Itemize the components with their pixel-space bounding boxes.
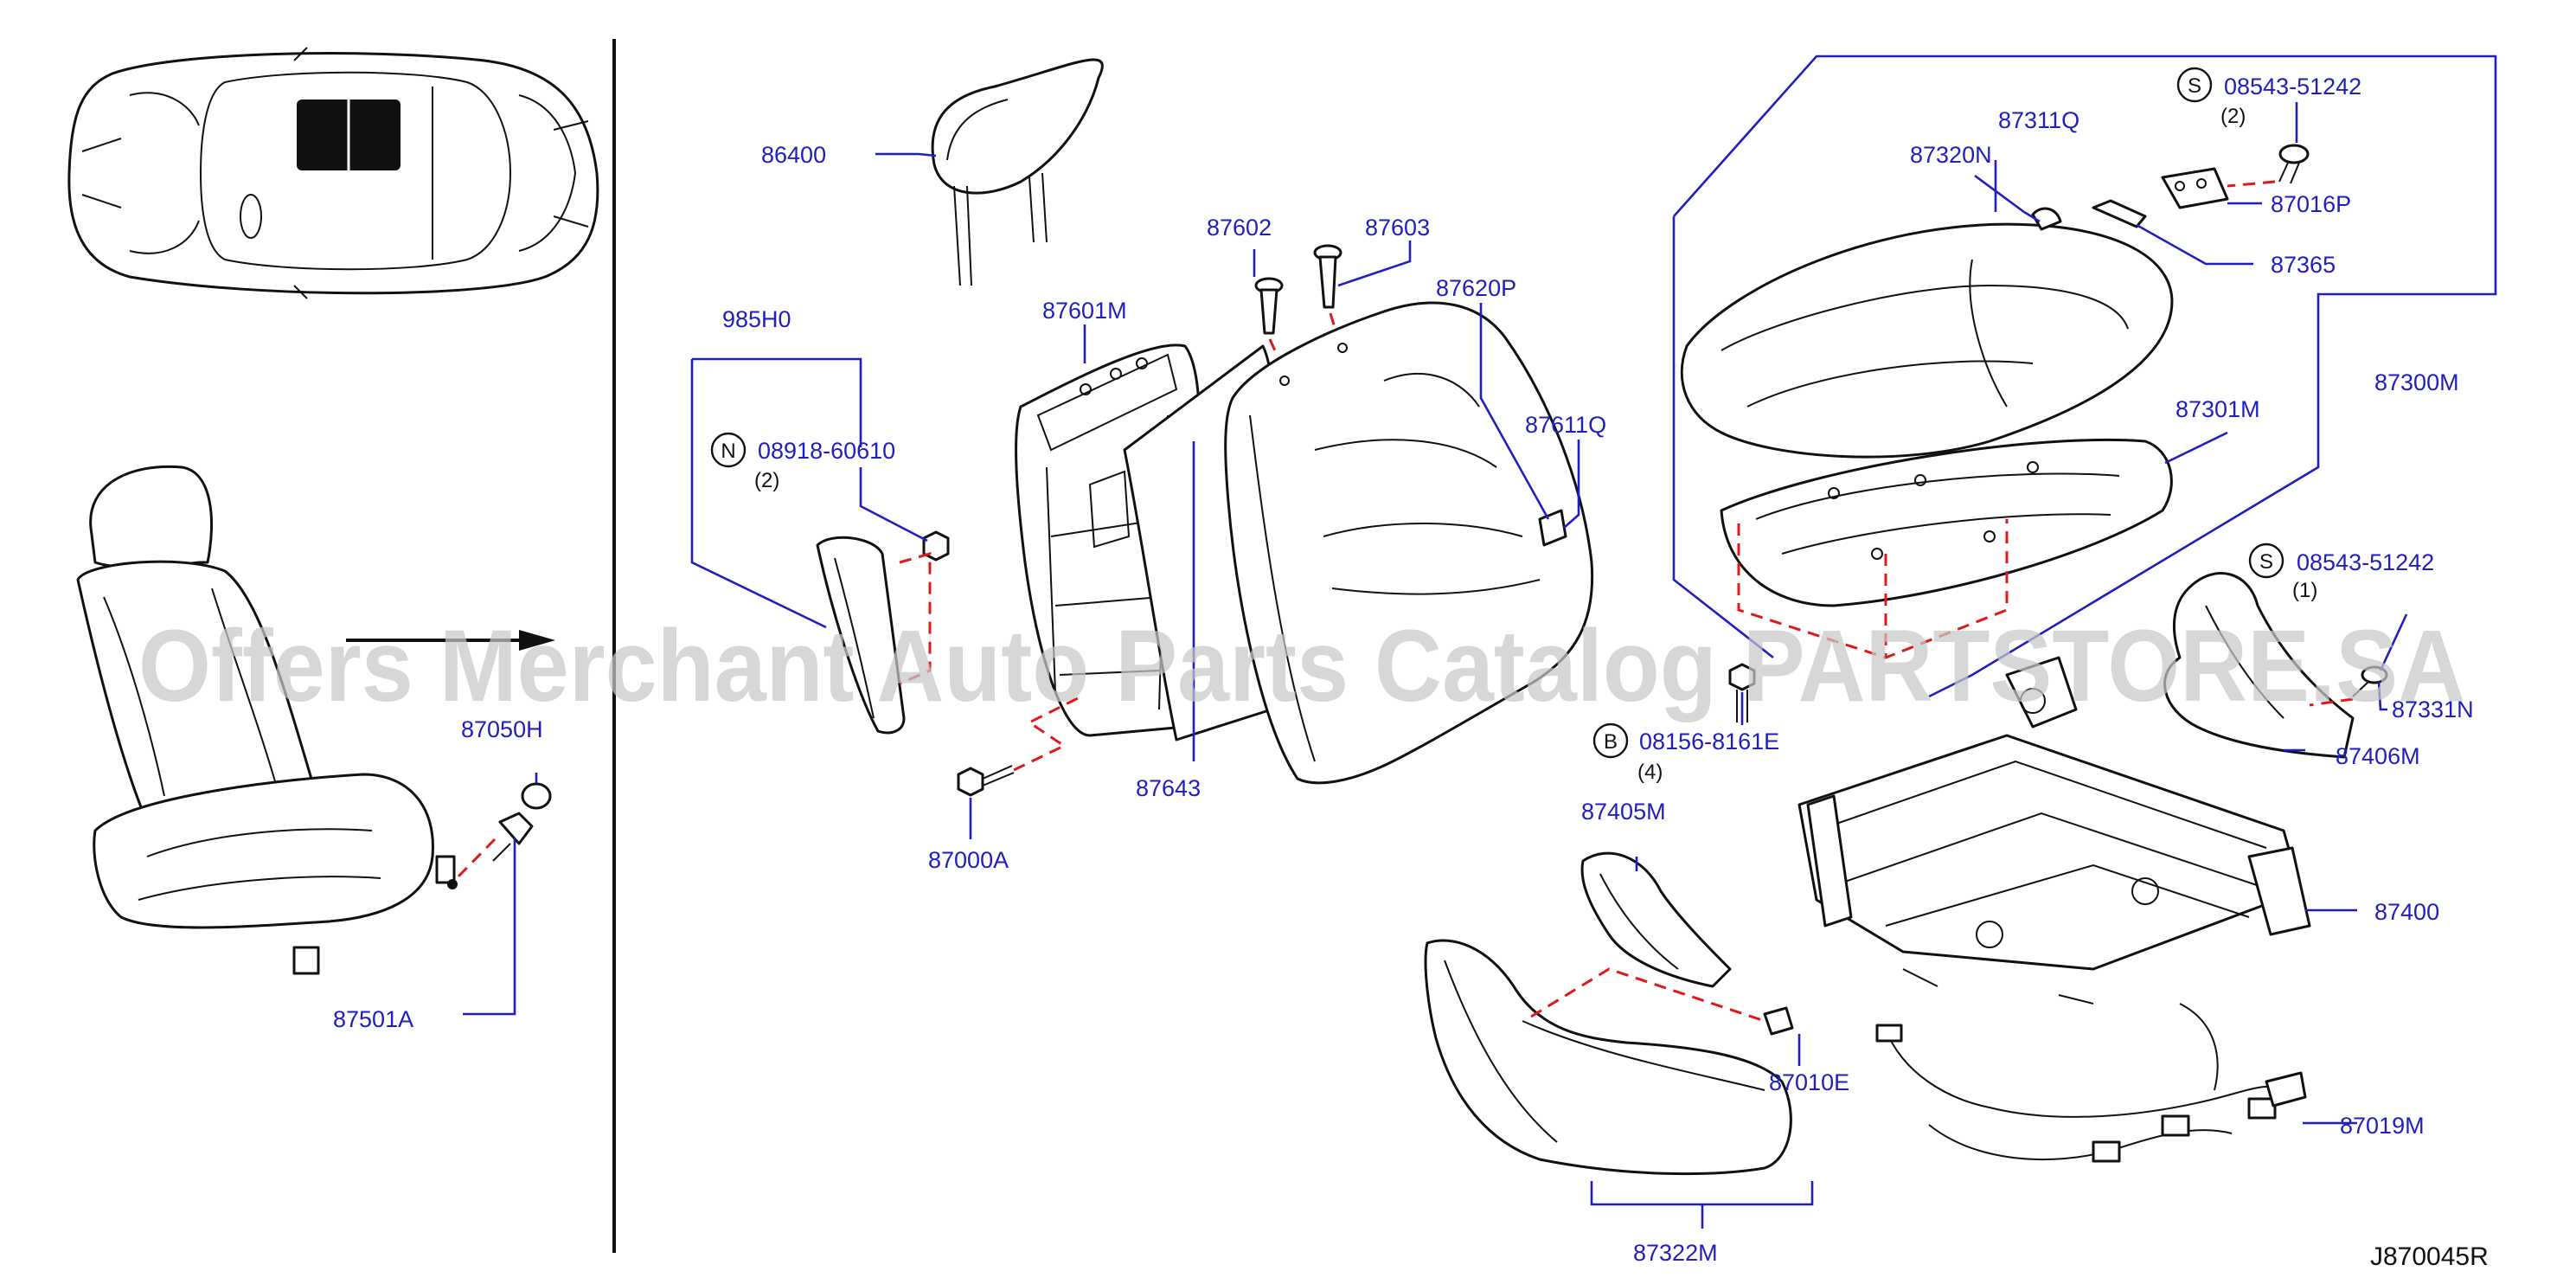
label-87300M[interactable]: 87300M [2374,369,2459,395]
label-87603[interactable]: 87603 [1365,215,1430,241]
qty-08918-60610: (2) [754,469,779,492]
bolt-87000A-icon [957,765,1015,797]
switch-knob-icon [2161,167,2229,209]
symbol-s-top: S [2188,74,2201,98]
label-87405M[interactable]: 87405M [1581,799,1666,825]
watermark-text: Offers Merchant Auto Parts Catalog PARTS… [138,609,2465,723]
label-87050H[interactable]: 87050H [461,716,543,742]
wire-harness-icon [1875,1003,2307,1163]
label-87301M[interactable]: 87301M [2176,396,2260,422]
label-87601M[interactable]: 87601M [1042,298,1127,324]
label-87000A[interactable]: 87000A [928,847,1009,873]
pin-87603-icon [1313,244,1342,309]
label-87331N[interactable]: 87331N [2392,697,2474,722]
symbol-n: N [721,440,735,463]
label-87602[interactable]: 87602 [1207,215,1272,241]
seat-adjuster-icon [1797,656,2311,1005]
label-87611Q[interactable]: 87611Q [1525,412,1606,438]
label-08543-51242-top[interactable]: 08543-51242 [2224,74,2361,100]
side-pad-icon [816,536,906,735]
qty-08156-8161E: (4) [1637,761,1663,784]
label-87365[interactable]: 87365 [2271,252,2336,278]
car-top-view-icon [67,47,599,299]
label-08543-51242-mid[interactable]: 08543-51242 [2297,549,2434,575]
label-87501A[interactable]: 87501A [333,1006,413,1032]
seat-overview-icon [76,465,458,975]
side-cover-icon [2163,572,2355,759]
pin-87602-icon [1254,277,1284,335]
symbol-circle-b [1592,722,1629,759]
label-08156-8161E[interactable]: 08156-8161E [1639,729,1779,754]
bolt-08156-icon [1728,663,1756,722]
headrest-icon [931,58,1104,286]
symbol-circle-s-top [2176,67,2213,103]
knob-cap-icon [492,782,552,862]
clip-87365-icon [2092,199,2147,228]
clip-87010E-icon [1763,1006,1794,1036]
callout-lines [463,55,2497,1229]
screw-08543-top-icon [2278,144,2310,184]
label-87643[interactable]: 87643 [1136,775,1201,801]
label-87400[interactable]: 87400 [2374,899,2439,925]
symbol-s-mid: S [2259,550,2273,574]
qty-08543-51242-mid: (1) [2292,579,2317,602]
label-87322M[interactable]: 87322M [1633,1240,1718,1266]
label-87320N[interactable]: 87320N [1910,142,1992,168]
label-87620P[interactable]: 87620P [1436,275,1516,301]
symbol-b: B [1604,730,1618,754]
diagram-code: J870045R [2370,1242,2489,1271]
label-87016P[interactable]: 87016P [2271,191,2351,217]
symbol-circle-n [710,432,747,468]
symbol-circle-s-mid [2248,542,2284,579]
label-87311Q[interactable]: 87311Q [1998,107,2079,133]
label-985H0[interactable]: 985H0 [722,306,791,332]
label-08918-60610[interactable]: 08918-60610 [758,438,895,464]
cushion-frame-icon [1720,438,2173,607]
label-87010E[interactable]: 87010E [1769,1069,1849,1095]
inner-finisher-icon [1580,851,1732,988]
direction-arrow-head [519,630,555,651]
screw-87331N-icon [2352,665,2388,697]
label-87019M[interactable]: 87019M [2340,1113,2425,1139]
label-87406M[interactable]: 87406M [2336,743,2420,769]
seatback-cover-icon [1224,301,1594,785]
seat-cushion-icon [1680,207,2174,459]
label-86400[interactable]: 86400 [761,142,826,168]
qty-08543-51242-top: (2) [2220,105,2246,128]
outer-finisher-icon [1424,939,1792,1176]
